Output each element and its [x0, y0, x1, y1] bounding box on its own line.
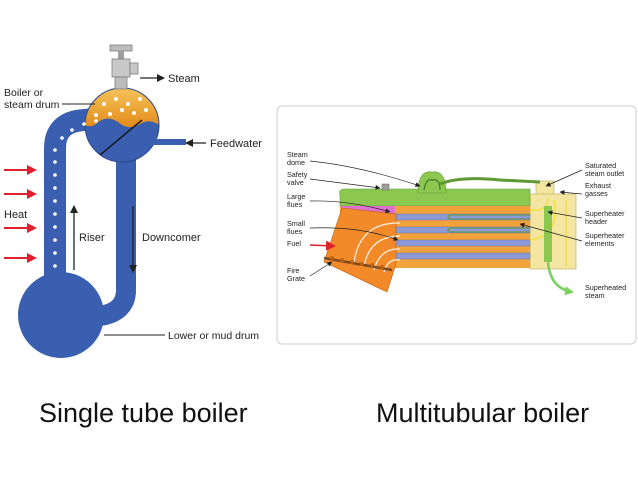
feedwater-pipe: [152, 139, 186, 145]
superheated-arrow: [546, 261, 574, 296]
label-small-flues-line1: Small: [287, 219, 305, 228]
single-tube-boiler: Boiler or steam drum Steam Feedwater Hea…: [4, 44, 262, 358]
label-boiler-drum-line2: steam drum: [4, 99, 60, 111]
multitubular-boiler: Steam dome Safety valve Large flues Smal…: [276, 105, 637, 345]
label-superheated-line1: Superheated: [585, 283, 626, 292]
label-fuel: Fuel: [287, 239, 301, 248]
label-small-flues-line2: flues: [287, 227, 303, 236]
label-steam-dome-line2: dome: [287, 158, 305, 167]
label-safety-valve-line2: valve: [287, 178, 304, 187]
label-sh-header-line1: Superheater: [585, 209, 625, 218]
safety-valve: [381, 183, 390, 191]
smokebox: [529, 193, 577, 270]
label-safety-valve-line1: Safety: [287, 170, 308, 179]
label-steam: Steam: [168, 73, 200, 85]
label-superheated-line2: steam: [585, 291, 605, 300]
superheated-outlet: [544, 206, 552, 262]
steam-drum: [84, 87, 160, 163]
fire-grate: [323, 256, 393, 272]
mud-drum: [18, 272, 104, 358]
caption-single-tube: Single tube boiler: [39, 398, 248, 428]
label-sh-elements-line1: Superheater: [585, 231, 625, 240]
riser-tube: [44, 107, 109, 300]
label-heat: Heat: [4, 209, 27, 221]
fuel-arrow: [309, 240, 336, 251]
label-large-flues-line1: Large: [287, 192, 305, 201]
label-large-flues-line2: flues: [287, 200, 303, 209]
steam-valve: [109, 44, 139, 90]
label-boiler-drum-line1: Boiler or: [4, 87, 44, 99]
label-exhaust-line1: Exhaust: [585, 181, 611, 190]
label-sh-header-line2: header: [585, 217, 608, 226]
label-feedwater: Feedwater: [210, 138, 262, 150]
label-exhaust-line2: gasses: [585, 189, 608, 198]
label-riser: Riser: [79, 232, 105, 244]
label-steam-dome-line1: Steam: [287, 150, 308, 159]
caption-multitubular: Multitubular boiler: [376, 398, 590, 428]
label-saturated-line2: steam outlet: [585, 169, 624, 178]
label-fire-grate-line2: Grate: [287, 274, 305, 283]
label-sh-elements-line2: elements: [585, 239, 615, 248]
superheater-elements: [447, 214, 530, 233]
label-downcomer: Downcomer: [142, 232, 201, 244]
label-fire-grate-line1: Fire: [287, 266, 299, 275]
riser-bubbles: [53, 119, 98, 268]
boiler-shell: [339, 188, 531, 207]
label-saturated-line1: Saturated: [585, 161, 616, 170]
right-leaders: [309, 160, 583, 277]
heat-arrows: [4, 165, 37, 263]
label-mud-drum: Lower or mud drum: [168, 330, 259, 342]
